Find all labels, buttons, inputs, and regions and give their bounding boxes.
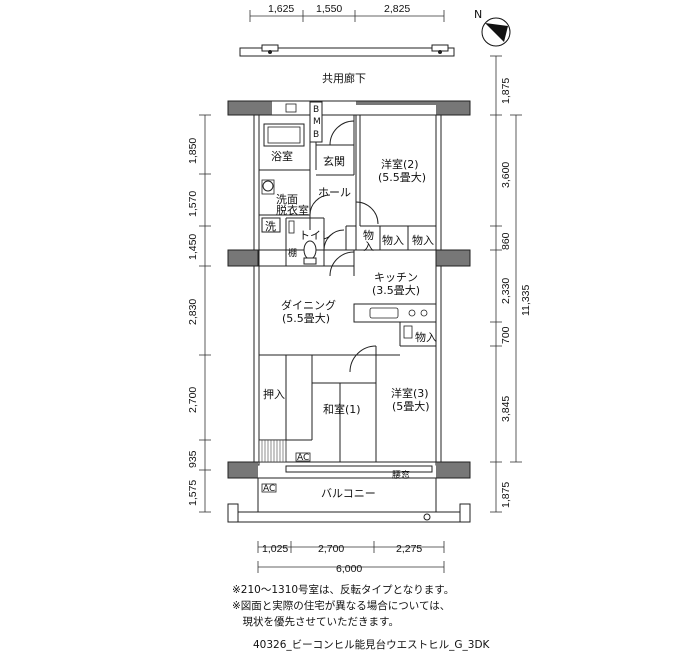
compass-icon: N	[474, 8, 511, 47]
label-dining-name: ダイニング	[281, 298, 336, 312]
dim-left-7: 1,575	[187, 480, 199, 506]
label-hall: ホール	[318, 186, 351, 199]
label-mbox-2: M	[313, 117, 321, 127]
dim-right-6: 3,845	[500, 396, 512, 422]
label-ac-2: AC	[263, 484, 275, 494]
dim-bottom-1: 1,025	[262, 543, 288, 555]
label-closet-a: 物	[363, 228, 374, 242]
label-mbox-3: B	[313, 130, 319, 140]
label-mbox-1: B	[313, 105, 319, 115]
dim-right-total: 11,335	[520, 285, 532, 316]
right-dimensions: 1,875 3,600 860 2,330 700 3,845 1,875 11…	[490, 55, 532, 513]
label-dressing-1: 洗面	[276, 193, 298, 206]
dim-top-1: 1,625	[268, 3, 294, 15]
dim-right-5: 700	[500, 326, 512, 344]
label-dining-size: (5.5畳大)	[282, 311, 330, 325]
label-oshiire: 押入	[263, 387, 285, 401]
label-storage-2: 物入	[412, 233, 434, 247]
note-3: 現状を優先させていただきます。	[232, 616, 399, 628]
dim-right-3: 860	[500, 232, 512, 250]
label-bath: 浴室	[271, 149, 293, 163]
footer-code: 40326_ビーコンヒル能見台ウエストヒル_G_3DK	[253, 639, 490, 651]
label-koshimado: 腰窓	[392, 469, 410, 481]
bottom-dimensions: 1,025 2,700 2,275 6,000	[257, 541, 445, 575]
note-1: ※210～1310号室は、反転タイプとなります。	[232, 584, 455, 596]
dim-right-7: 1,875	[500, 482, 512, 508]
label-shelf: 棚	[288, 247, 297, 259]
notes: ※210～1310号室は、反転タイプとなります。 ※図面と実際の住宅が異なる場合…	[232, 582, 454, 630]
label-kitchen-name: キッチン	[374, 271, 418, 284]
dim-right-4: 2,330	[500, 278, 512, 304]
label-washitsu: 和室(1)	[323, 402, 361, 416]
label-western3-name: 洋室(3)	[391, 386, 429, 400]
dim-left-2: 1,570	[187, 191, 199, 217]
label-washer: 洗	[265, 220, 276, 233]
walls	[227, 100, 471, 479]
top-dimensions: 1,625 1,550 2,825	[249, 3, 445, 22]
dim-top-2: 1,550	[316, 3, 342, 15]
label-western2-name: 洋室(2)	[381, 157, 419, 171]
dim-bottom-3: 2,275	[396, 543, 422, 555]
label-toilet: トイレ	[299, 229, 332, 242]
label-balcony: バルコニー	[321, 487, 376, 500]
label-western2-size: (5.5畳大)	[378, 170, 426, 184]
label-storage-1: 物入	[382, 233, 404, 247]
dim-left-1: 1,850	[187, 138, 199, 164]
label-dressing-2: 脱衣室	[276, 203, 309, 217]
compass-label: N	[474, 8, 482, 21]
label-ac-1: AC	[297, 453, 309, 463]
dim-bottom-2: 2,700	[318, 543, 344, 555]
dim-left-5: 2,700	[187, 387, 199, 413]
label-genkan: 玄関	[323, 154, 345, 168]
dim-bottom-total: 6,000	[336, 563, 362, 575]
corridor-ledge	[239, 44, 455, 57]
interior-walls	[258, 101, 437, 463]
room-labels: 浴室 B M B 玄関 ホール 洋室(2) (5.5畳大) 洗面 脱衣室 洗 ト…	[263, 105, 437, 500]
dim-left-4: 2,830	[187, 299, 199, 325]
dim-left-6: 935	[187, 450, 199, 468]
label-storage-3: 物入	[415, 330, 437, 344]
note-2: ※図面と実際の住宅が異なる場合については、	[232, 600, 451, 612]
dim-left-3: 1,450	[187, 234, 199, 260]
hatch-area	[258, 439, 287, 463]
corridor-label: 共用廊下	[322, 71, 366, 85]
label-kitchen-size: (3.5畳大)	[372, 283, 420, 297]
dim-top-3: 2,825	[384, 3, 410, 15]
left-dimensions: 1,850 1,570 1,450 2,830 2,700 935 1,575	[187, 114, 211, 513]
dim-right-1: 1,875	[500, 78, 512, 104]
balcony	[227, 478, 471, 523]
dim-right-2: 3,600	[500, 162, 512, 188]
label-western3-size: (5畳大)	[392, 399, 430, 413]
label-closet-b: 入	[363, 240, 374, 253]
